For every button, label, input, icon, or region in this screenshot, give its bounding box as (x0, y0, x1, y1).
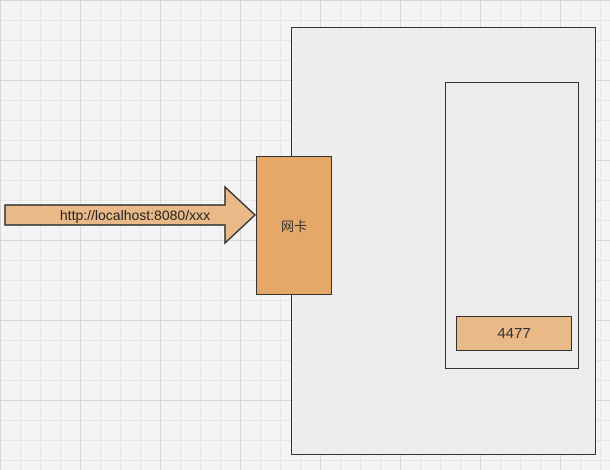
nic-label: 网卡 (280, 220, 307, 235)
port-box: 4477 (456, 316, 572, 351)
request-arrow-shape (4, 185, 257, 245)
request-url-label: http://localhost:8080/xxx (59, 207, 211, 223)
nic-box: 网卡 (256, 156, 332, 295)
port-label: 4477 (497, 325, 531, 342)
request-arrow (4, 185, 257, 245)
